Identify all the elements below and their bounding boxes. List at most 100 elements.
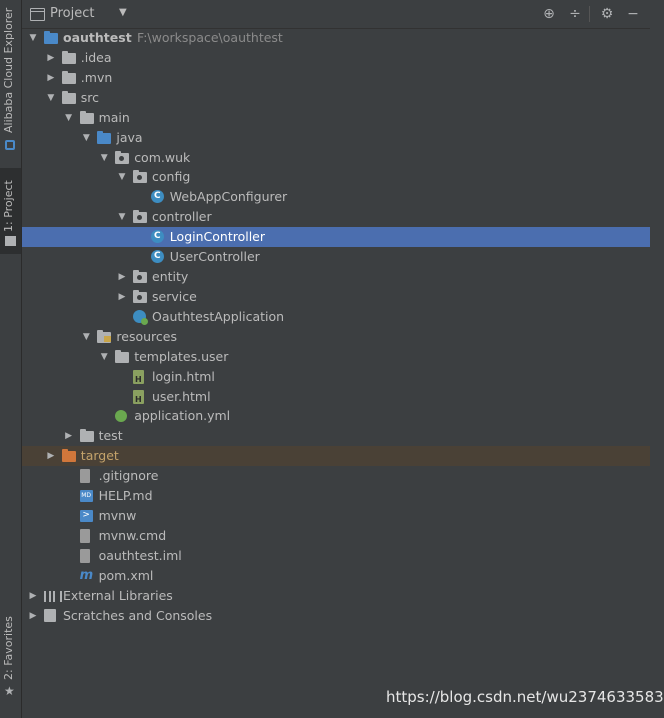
- expand-arrow-icon[interactable]: ▼: [100, 351, 108, 362]
- expand-arrow-icon[interactable]: ▼: [65, 112, 73, 123]
- html-file-icon: [133, 389, 144, 410]
- project-panel-header: Project ▼ ⊕ ÷ ⚙ −: [22, 0, 650, 29]
- expand-arrow-icon[interactable]: ▼: [118, 212, 126, 223]
- package-icon: [133, 210, 147, 224]
- project-view-icon: [30, 8, 45, 21]
- tree-item[interactable]: C WebAppConfigurer: [22, 187, 650, 207]
- spring-boot-class-icon: [133, 309, 148, 325]
- tree-item[interactable]: OauthtestApplication: [22, 307, 650, 327]
- folder-icon: [61, 70, 76, 84]
- locate-icon[interactable]: ⊕: [543, 6, 555, 22]
- collapse-arrow-icon[interactable]: ▶: [47, 451, 55, 462]
- tree-item-label: oauthtest: [63, 30, 132, 45]
- tree-item-label: Scratches and Consoles: [63, 607, 213, 623]
- tree-item-label: config: [152, 169, 191, 185]
- tree-item[interactable]: ▶External Libraries: [22, 586, 650, 606]
- tree-item-label: service: [152, 288, 197, 304]
- folder-icon: [79, 429, 94, 443]
- tree-item-label: mvnw: [98, 508, 137, 524]
- libraries-icon: [44, 590, 62, 602]
- folder-icon: [61, 50, 76, 64]
- tree-item[interactable]: ▼ templates.user: [22, 347, 650, 367]
- tree-item-label: src: [80, 89, 100, 105]
- tree-item[interactable]: ▼main: [22, 108, 650, 128]
- package-icon: [133, 170, 147, 184]
- tree-item[interactable]: ▶ test: [22, 426, 650, 446]
- class-icon: C: [150, 250, 164, 264]
- collapse-arrow-icon[interactable]: ▶: [47, 52, 55, 63]
- expand-arrow-icon[interactable]: ▼: [29, 33, 37, 43]
- collapse-arrow-icon[interactable]: ▶: [118, 291, 126, 302]
- panel-title[interactable]: Project: [50, 6, 95, 21]
- tree-item[interactable]: application.yml: [22, 406, 650, 426]
- tree-item[interactable]: ▶ service: [22, 287, 650, 307]
- expand-arrow-icon[interactable]: ▼: [100, 152, 108, 163]
- package-icon: [133, 270, 147, 284]
- tree-item[interactable]: ▶.mvn: [22, 68, 650, 88]
- tree-item[interactable]: oauthtest.iml: [22, 546, 650, 566]
- folder-icon: [115, 349, 130, 363]
- tree-item[interactable]: mvnw.cmd: [22, 526, 650, 546]
- collapse-arrow-icon[interactable]: ▶: [29, 590, 37, 601]
- tree-item-label: UserController: [169, 249, 260, 265]
- tree-item-label: oauthtest.iml: [98, 547, 182, 563]
- tree-item[interactable]: user.html: [22, 387, 650, 410]
- class-icon: C: [150, 190, 164, 204]
- tree-item[interactable]: ▼ config: [22, 167, 650, 187]
- alibaba-cloud-explorer-tab[interactable]: Alibaba Cloud Explorer: [2, 7, 15, 133]
- collapse-arrow-icon[interactable]: ▶: [29, 610, 37, 621]
- tree-item[interactable]: ▶ Scratches and Consoles: [22, 606, 650, 626]
- yaml-file-icon: [115, 410, 128, 423]
- tree-item[interactable]: >mvnw: [22, 506, 650, 526]
- header-divider: [589, 6, 590, 22]
- maven-icon: m: [79, 567, 94, 583]
- project-tool-tab[interactable]: 1: Project: [0, 168, 21, 254]
- tree-item[interactable]: ▼controller: [22, 207, 650, 227]
- expand-arrow-icon[interactable]: ▼: [82, 132, 90, 143]
- tree-item[interactable]: ▼ java: [22, 128, 650, 148]
- tree-item[interactable]: ▼ src: [22, 88, 650, 108]
- favorites-tab[interactable]: 2: Favorites: [2, 616, 15, 680]
- tree-item-label: application.yml: [134, 408, 231, 424]
- collapse-arrow-icon[interactable]: ▶: [65, 431, 73, 442]
- tree-item[interactable]: ▼com.wuk: [22, 148, 650, 168]
- tree-item[interactable]: C UserController: [22, 247, 650, 267]
- expand-arrow-icon[interactable]: ▼: [82, 331, 90, 342]
- project-path: F:\workspace\oauthtest: [137, 30, 283, 45]
- tree-item[interactable]: ▶ entity: [22, 267, 650, 287]
- gear-icon[interactable]: ⚙: [600, 6, 614, 22]
- folder-icon: [79, 110, 94, 124]
- class-icon: C: [150, 230, 164, 244]
- tree-item[interactable]: login.html: [22, 367, 650, 390]
- expand-arrow-icon[interactable]: ▼: [118, 172, 126, 183]
- tree-item-label: WebAppConfigurer: [169, 189, 288, 205]
- collapse-arrow-icon[interactable]: ▶: [118, 272, 126, 283]
- expand-arrow-icon[interactable]: ▼: [47, 92, 55, 103]
- collapse-arrow-icon[interactable]: ▶: [47, 72, 55, 83]
- excluded-folder-icon: [61, 449, 76, 463]
- tree-item[interactable]: ▼ resources: [22, 327, 650, 347]
- tree-item[interactable]: ▶.idea: [22, 48, 650, 68]
- markdown-file-icon: MD: [79, 490, 93, 503]
- tree-item-label: resources: [116, 328, 177, 344]
- tree-item-label: java: [116, 129, 143, 145]
- cloud-icon: [5, 140, 15, 150]
- tree-item-label: templates.user: [134, 348, 229, 364]
- tree-item-label: entity: [152, 269, 189, 285]
- text-file-icon: [79, 548, 90, 563]
- watermark: https://blog.csdn.net/wu2374633583: [386, 688, 664, 706]
- tree-item[interactable]: .gitignore: [22, 466, 650, 486]
- tree-item-label: OauthtestApplication: [152, 308, 285, 324]
- tree-item[interactable]: ▶ target: [22, 446, 650, 467]
- tree-item[interactable]: ▼ oauthtest F:\workspace\oauthtest: [22, 28, 650, 48]
- view-dropdown-caret[interactable]: ▼: [119, 7, 127, 18]
- collapse-icon[interactable]: ÷: [569, 6, 581, 22]
- tree-item-label: test: [98, 428, 123, 444]
- tree-item-label: target: [80, 448, 119, 464]
- text-file-icon: [79, 529, 90, 543]
- minimize-icon[interactable]: −: [627, 6, 639, 22]
